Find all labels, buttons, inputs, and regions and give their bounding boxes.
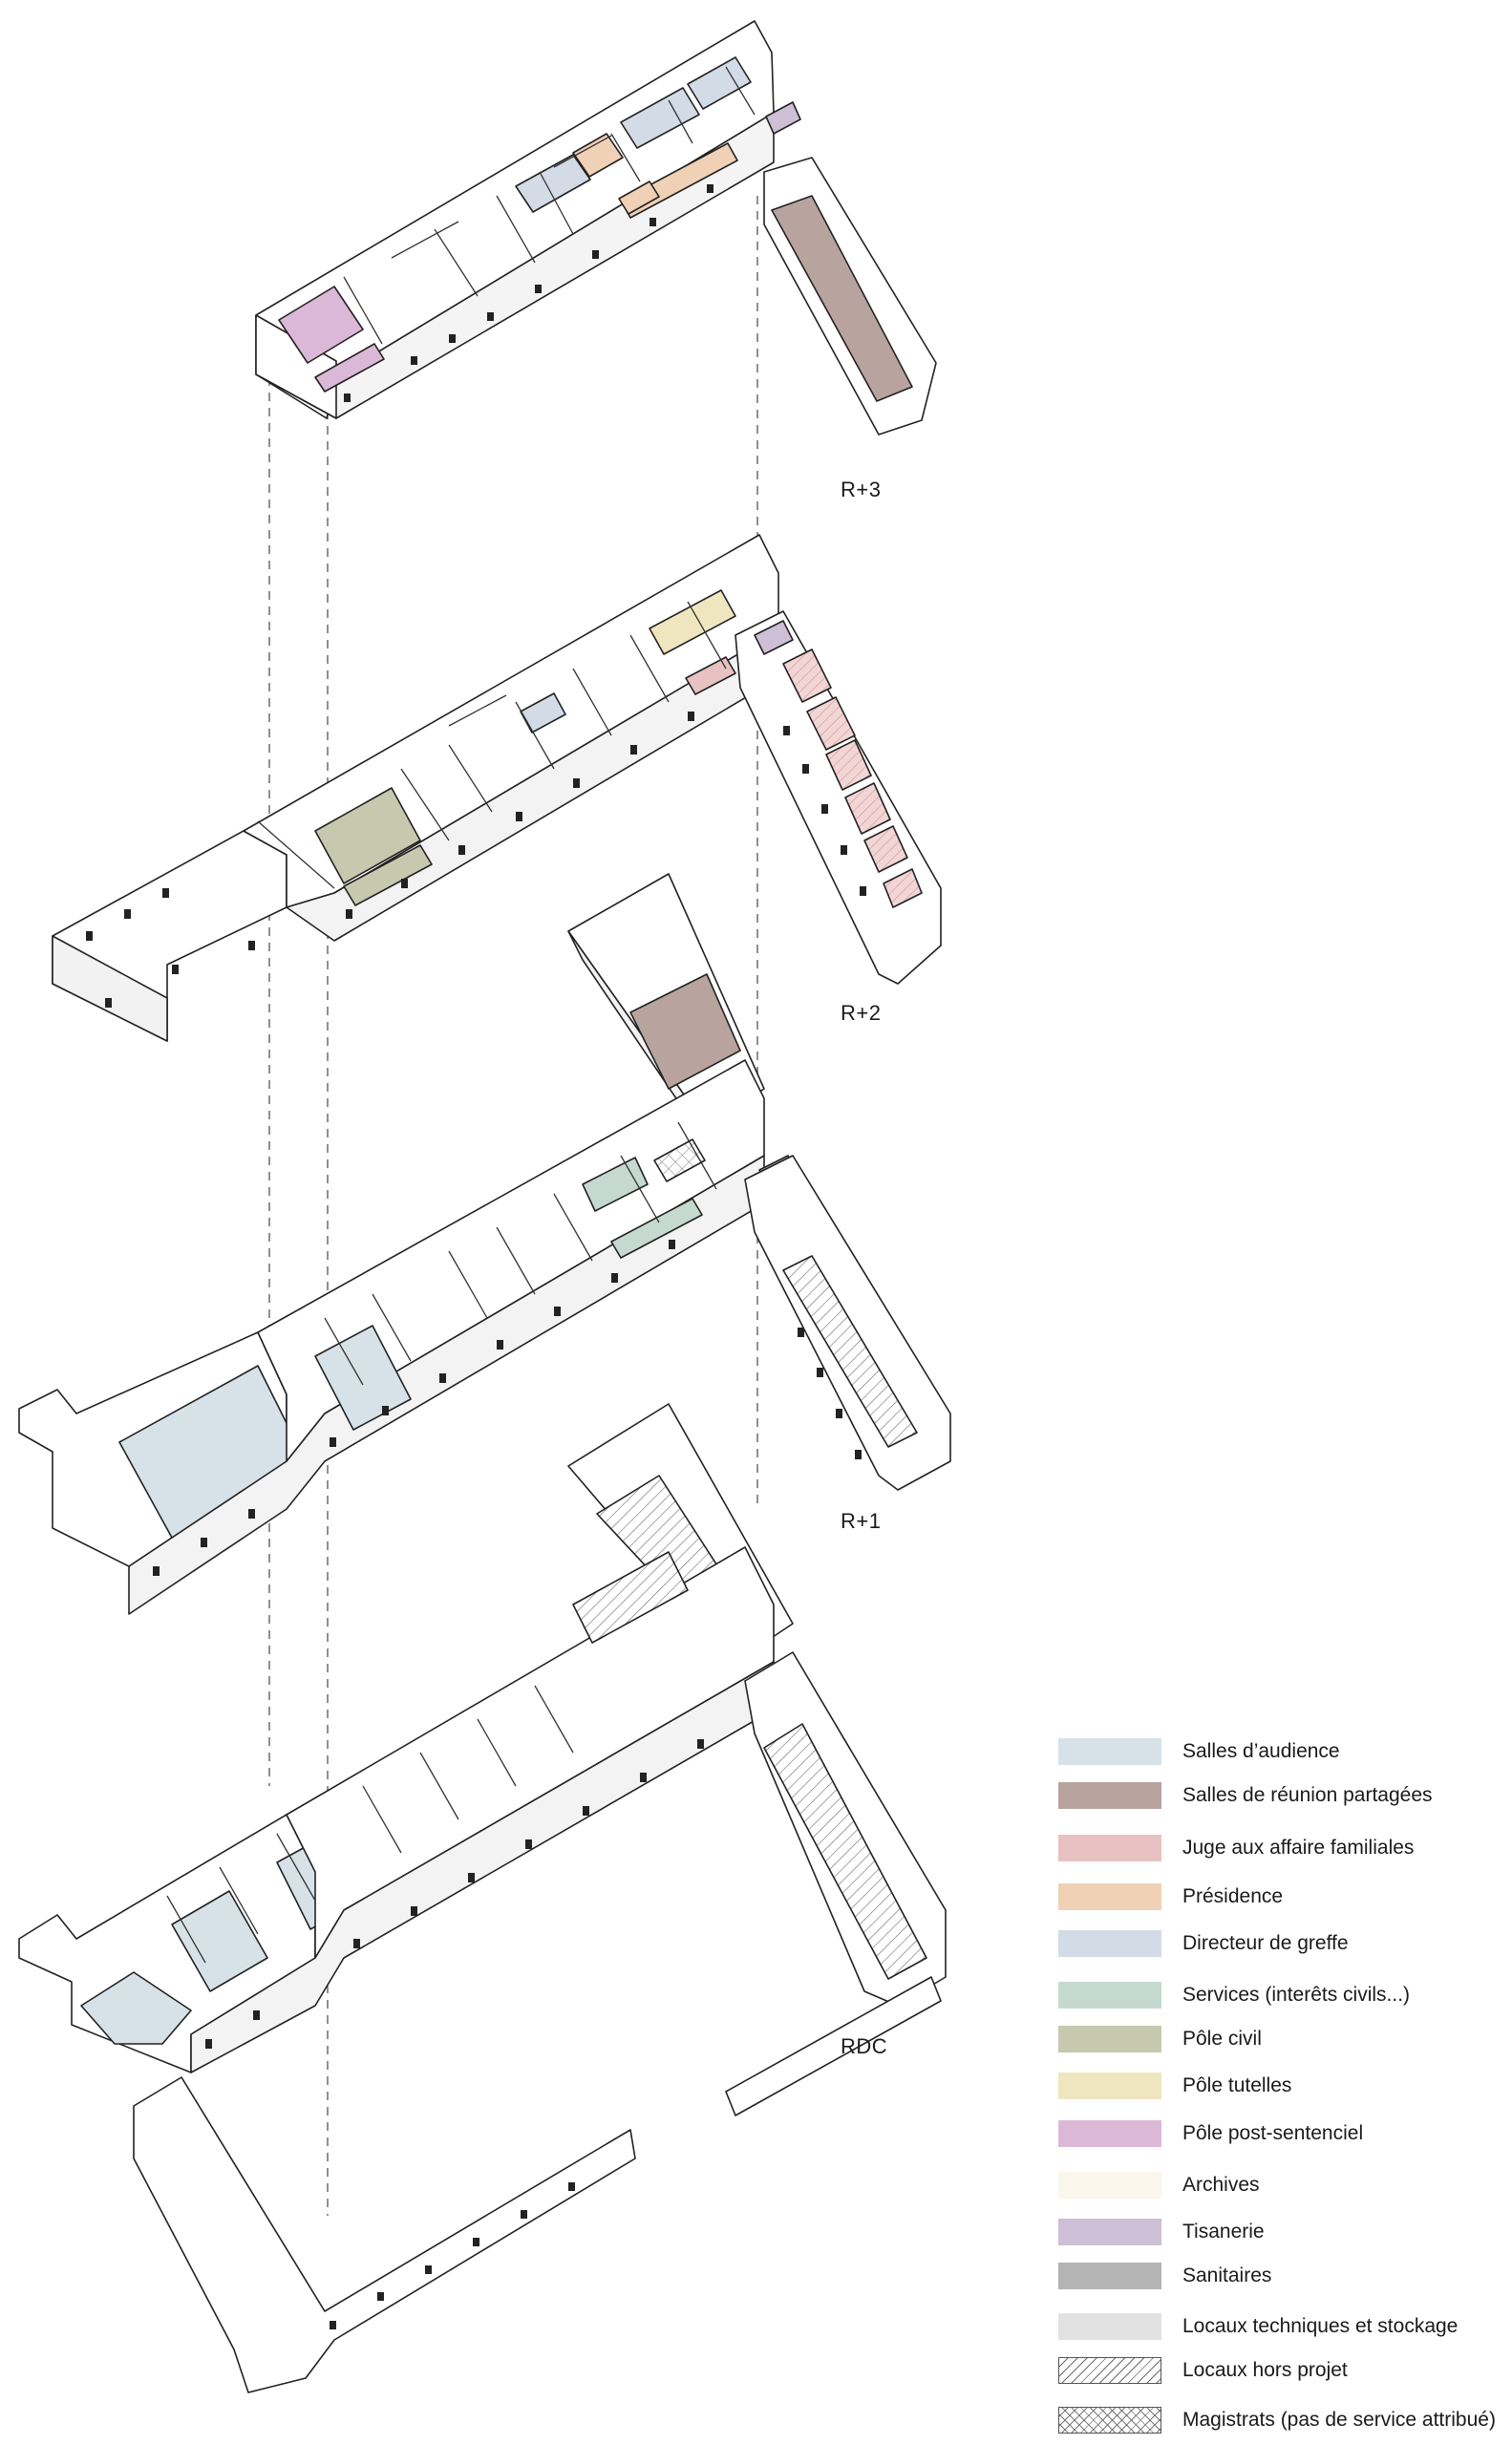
legend-item: Directeur de greffe xyxy=(1058,1930,1349,1957)
legend-label: Magistrats (pas de service attribué) xyxy=(1182,2409,1496,2431)
r3-room-presidence-1 xyxy=(572,133,624,178)
legend-item: Salles de réunion partagées xyxy=(1058,1782,1433,1809)
rdc-room-audience-2 xyxy=(171,1890,268,1992)
legend-item: Magistrats (pas de service attribué) xyxy=(1058,2407,1496,2434)
legend-item: Pôle civil xyxy=(1058,2026,1262,2052)
legend-swatch xyxy=(1058,2219,1161,2245)
r3-room-greffe-2 xyxy=(620,87,700,149)
legend-item: Pôle tutelles xyxy=(1058,2073,1291,2099)
legend-item: Pôle post-sentenciel xyxy=(1058,2120,1363,2147)
legend-label: Locaux techniques et stockage xyxy=(1182,2315,1459,2337)
r2-room-jaf-hatched-2 xyxy=(806,696,856,751)
legend-swatch xyxy=(1058,2357,1161,2384)
legend-label: Présidence xyxy=(1182,1885,1284,1907)
legend-label: Tisanerie xyxy=(1182,2221,1265,2243)
rdc-room-audience xyxy=(80,1971,192,2045)
legend-label: Sanitaires xyxy=(1182,2264,1272,2286)
rdc-center-hatch xyxy=(572,1551,689,1644)
legend-item: Locaux techniques et stockage xyxy=(1058,2313,1458,2340)
legend-label: Services (interêts civils...) xyxy=(1182,1984,1411,2006)
r1-room-audience-2 xyxy=(314,1325,412,1431)
legend-item: Tisanerie xyxy=(1058,2219,1265,2245)
r3-room-greffe-1 xyxy=(515,154,591,213)
legend-swatch xyxy=(1058,2407,1161,2434)
legend-swatch xyxy=(1058,1982,1161,2009)
r2-right-wing xyxy=(735,610,942,985)
legend-label: Juge aux affaire familiales xyxy=(1182,1837,1415,1859)
legend-swatch xyxy=(1058,2313,1161,2340)
legend-swatch xyxy=(1058,1930,1161,1957)
legend-label: Pôle tutelles xyxy=(1182,2074,1292,2096)
r2-room-jaf-1 xyxy=(685,656,736,695)
r2-room-pole-civil-2 xyxy=(343,844,433,906)
r2-room-jaf-hatched-3 xyxy=(825,739,872,791)
legend-swatch xyxy=(1058,1782,1161,1809)
floor-rdc xyxy=(18,1403,947,2393)
legend-swatch xyxy=(1058,2172,1161,2199)
level-label-r3: R+3 xyxy=(841,478,882,501)
r2-room-jaf-hatched-1 xyxy=(782,648,832,703)
rdc-bottom-right-segment xyxy=(725,1976,942,2116)
r3-room-post-sentenciel-2 xyxy=(314,343,385,393)
r1-right-wing-hors-projet xyxy=(782,1255,918,1448)
level-label-r1: R+1 xyxy=(841,1509,882,1533)
r1-room-services-1 xyxy=(582,1157,649,1212)
legend-label: Pôle post-sentenciel xyxy=(1182,2122,1364,2144)
legend-item: Locaux hors projet xyxy=(1058,2357,1348,2384)
legend-item: Salles d’audience xyxy=(1058,1738,1340,1765)
r2-room-tutelles xyxy=(649,589,736,655)
legend-swatch xyxy=(1058,1738,1161,1765)
r2-room-jaf-hatched-6 xyxy=(883,868,923,908)
r1-room-services-2 xyxy=(610,1198,703,1259)
legend-label: Pôle civil xyxy=(1182,2028,1262,2050)
legend-label: Salles de réunion partagées xyxy=(1182,1784,1433,1806)
legend-label: Salles d’audience xyxy=(1182,1740,1340,1762)
legend-swatch xyxy=(1058,1835,1161,1861)
legend-item: Archives xyxy=(1058,2172,1260,2199)
legend-item: Services (interêts civils...) xyxy=(1058,1982,1410,2009)
r1-room-reunion xyxy=(629,973,741,1090)
legend-label: Archives xyxy=(1182,2174,1260,2196)
level-label-r2: R+2 xyxy=(841,1001,882,1025)
legend-label: Locaux hors projet xyxy=(1182,2359,1348,2381)
legend-swatch xyxy=(1058,2120,1161,2147)
legend-label: Directeur de greffe xyxy=(1182,1932,1349,1954)
r1-room-magistrats xyxy=(653,1138,706,1182)
legend-swatch xyxy=(1058,1883,1161,1910)
floor-r3 xyxy=(255,20,937,436)
legend-item: Présidence xyxy=(1058,1883,1283,1910)
r2-room-jaf-hatched-5 xyxy=(863,825,908,873)
level-label-rdc: RDC xyxy=(841,2034,888,2058)
legend-swatch xyxy=(1058,2026,1161,2052)
r3-room-greffe-3 xyxy=(687,56,752,110)
r2-room-greffe xyxy=(520,692,566,734)
r2-room-jaf-hatched-4 xyxy=(844,782,891,835)
r2-room-tisanerie xyxy=(754,620,794,655)
r2-room-pole-civil xyxy=(314,787,421,884)
r3-room-reunion xyxy=(771,195,913,402)
legend-swatch xyxy=(1058,2263,1161,2289)
r3-room-tisanerie xyxy=(765,101,801,135)
legend-item: Juge aux affaire familiales xyxy=(1058,1835,1414,1861)
floor-r2 xyxy=(52,534,942,1042)
rdc-bottom-wing xyxy=(133,2076,636,2393)
r3-room-presidence-3 xyxy=(618,181,660,215)
rdc-right-wing-hors-projet xyxy=(763,1723,927,1980)
r1-main-wing xyxy=(257,1059,765,1462)
legend-item: Sanitaires xyxy=(1058,2263,1271,2289)
floor-r1 xyxy=(18,873,951,1615)
legend-swatch xyxy=(1058,2073,1161,2099)
r3-room-post-sentenciel-1 xyxy=(278,286,364,364)
